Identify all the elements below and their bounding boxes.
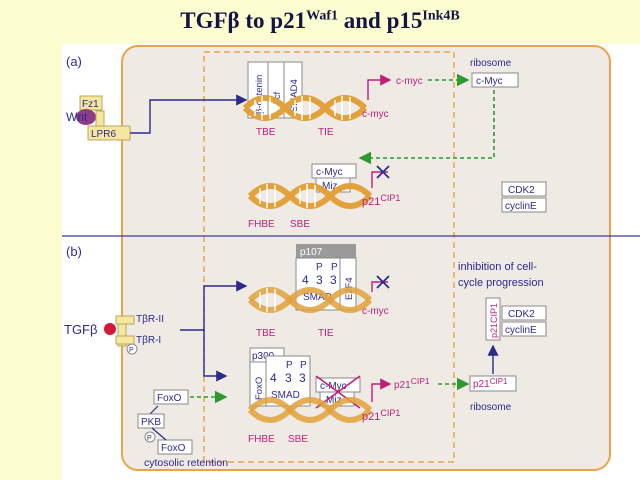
fhbe-label-a: FHBE (248, 219, 275, 230)
sbe-label-b: SBE (288, 434, 308, 445)
panel-b-label: (b) (66, 244, 82, 259)
svg-text:3: 3 (316, 273, 323, 287)
svg-text:P: P (300, 360, 307, 371)
tbe-label-a: TBE (256, 127, 276, 138)
cmyc-transcription-arrow (367, 74, 392, 100)
foxo-cytoplasm-label: FoxO (157, 393, 182, 404)
fz1-label: Fz1 (82, 99, 99, 110)
tgfb-label: TGFβ (64, 322, 97, 337)
fz1-receptor (79, 95, 103, 111)
beta-catenin-label: β-catenin (254, 75, 265, 114)
smad-label-b2: SMAD (271, 390, 300, 401)
svg-text:3: 3 (299, 371, 306, 385)
smad-label-b1: SMAD (303, 292, 332, 303)
nucleus-boundary (203, 51, 455, 463)
receptor-phospho (126, 343, 138, 355)
block-cross-b1 (376, 275, 390, 289)
tie-label-a: TIE (318, 127, 334, 138)
svg-text:P: P (286, 360, 293, 371)
dna-helix-a2 (247, 183, 373, 209)
foxo-cytoplasm-box (153, 389, 189, 405)
miz-label-b: Miz (326, 395, 342, 406)
cdk2-box-b (501, 305, 547, 321)
cyclinE-label-b: cyclinE (505, 325, 537, 336)
cdk2-label-a: CDK2 (508, 185, 535, 196)
tbr2-label: TβR-II (136, 314, 164, 325)
svg-text:P: P (331, 262, 338, 273)
receptor-stem (117, 323, 127, 347)
foxo-phospho (144, 431, 156, 443)
svg-text:4: 4 (302, 273, 309, 287)
svg-text:P: P (147, 435, 152, 442)
cmyc-protein-box (471, 72, 519, 88)
fhbe-label-b: FHBE (248, 434, 275, 445)
p21-transcription-arrow (371, 378, 392, 402)
pkb-box (137, 413, 165, 429)
cyclinE-label-a: cyclinE (505, 201, 537, 212)
pkb-label: PKB (141, 417, 161, 428)
cmyc-gene-label: c-myc (362, 109, 389, 120)
block-cross-a (376, 165, 390, 179)
p21-vertical-label: p21CIP1 (489, 303, 499, 338)
foxo-nuclear-label: FoxO (254, 377, 265, 400)
ribosome-label-b: ribosome (470, 402, 512, 413)
svg-text:P: P (316, 262, 323, 273)
ribosome-label-a: ribosome (470, 58, 512, 69)
cmyc-box-label-b: c-Myc (320, 381, 347, 392)
p21-gene-label-b: p21CIP1 (362, 408, 400, 423)
foxo-retained-box (157, 439, 193, 455)
slide-title: TGFβ to p21Waf1 and p15Ink4B (180, 8, 460, 33)
tgfb-arrow-upper (180, 280, 248, 331)
tbr1-label: TβR-I (136, 335, 161, 346)
inhibition-label-2: cycle progression (458, 277, 544, 289)
dna-helix-a1 (242, 95, 368, 121)
cmyc-box-label-a: c-Myc (316, 167, 343, 178)
tgfb-arrow-lower (203, 330, 228, 382)
lpr6-label: LPR6 (91, 129, 116, 140)
svg-text:3: 3 (285, 371, 292, 385)
svg-text:P: P (129, 347, 134, 354)
panel-a-label: (a) (66, 54, 82, 69)
p21-protein-box (469, 375, 517, 392)
cmyc-protein-label: c-Myc (476, 76, 503, 87)
foxo-retained-label: FoxO (161, 443, 186, 454)
sbe-label-a: SBE (290, 219, 310, 230)
cmyc-return-arrow (358, 90, 495, 165)
cyclinE-box-b (501, 321, 547, 337)
cell-panel (121, 45, 611, 471)
cyclinE-box-a (501, 197, 547, 213)
cmyc-gene-label-b: c-myc (362, 306, 389, 317)
miz-label-a: Miz (322, 181, 338, 192)
p107-box (296, 244, 356, 258)
tcf-label: Tcf (272, 92, 283, 105)
svg-text:3: 3 (330, 273, 337, 287)
tcf-complex: β-catenin Tcf SMAD4 (247, 61, 303, 119)
cmyc-mrna-label: c-myc (396, 76, 423, 87)
tbe-label-b: TBE (256, 328, 276, 339)
tie-label-b: TIE (318, 328, 334, 339)
dna-helix-b1 (247, 287, 373, 313)
cdk2-box-a (501, 181, 547, 197)
p21-vertical-box (485, 297, 501, 341)
p107-label: p107 (300, 247, 323, 258)
smad4-label: SMAD4 (289, 79, 300, 112)
p21-mrna-label: p21CIP1 (394, 376, 430, 391)
p21-protein-label: p21CIP1 (473, 377, 508, 390)
cdk2-label-b: CDK2 (508, 309, 535, 320)
dna-helix-b2 (247, 397, 373, 423)
wnt-ligand (76, 109, 96, 125)
tgfb-ligand (104, 323, 116, 335)
svg-text:4: 4 (270, 371, 277, 385)
inhibition-label-1: inhibition of cell- (458, 261, 537, 273)
cytosolic-retention-label: cytosolic retention (144, 457, 228, 469)
wnt-signal-arrow (130, 94, 248, 134)
p300-label: p300 (252, 351, 275, 362)
p21-gene-label-a: p21CIP1 (362, 193, 400, 208)
wnt-label: Wnt (66, 110, 88, 124)
